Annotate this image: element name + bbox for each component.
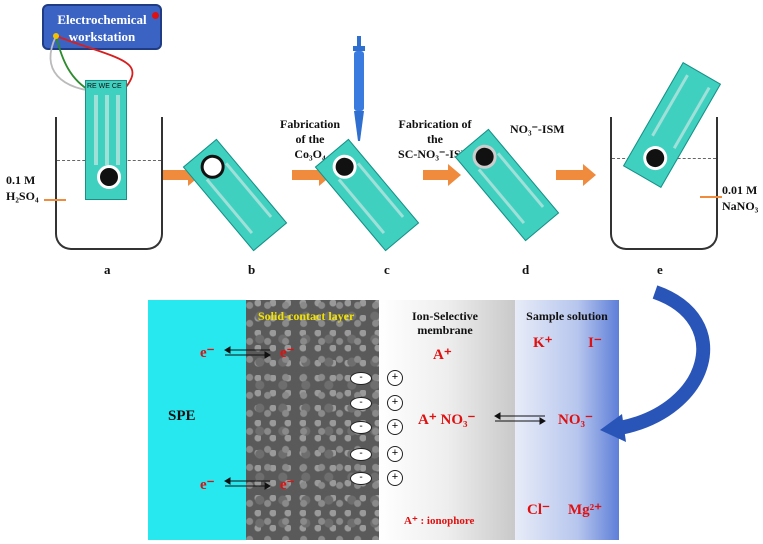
ion-a-plus: A⁺: [433, 347, 452, 363]
left-solution-conc: 0.1 M: [6, 173, 36, 187]
eq-arrowhead-top-upper: [224, 346, 231, 354]
step1-label: Fabrication of the Co₃O₄: [275, 117, 345, 162]
red-wire: [55, 35, 134, 93]
workstation-box: Electrochemical workstation: [42, 4, 162, 50]
ism-label: NO₃⁻-ISM: [510, 122, 565, 136]
ion-a-no3-complex: A⁺ NO₃⁻: [418, 412, 476, 428]
ism-heading-line1: Ion-Selective: [412, 309, 478, 323]
stage-letter-a: a: [104, 262, 111, 277]
eq-arrowhead-ion-lower: [539, 417, 546, 425]
positive-charge-2: +: [387, 395, 403, 411]
electrode-labels: RE WE CE: [87, 83, 122, 90]
eq-arrowhead-bottom-upper: [224, 477, 231, 485]
workstation-line1: Electrochemical: [57, 12, 147, 27]
left-solution-name: H₂SO₄: [6, 189, 39, 203]
step1-line2: of the: [295, 132, 325, 146]
workstation-line2: workstation: [68, 29, 136, 44]
ion-chloride: Cl⁻: [527, 502, 550, 518]
electrode-stripe-3: [116, 95, 120, 165]
beaker-a: [55, 117, 163, 250]
negative-charge-3: -: [350, 421, 372, 434]
eq-arrowhead-bottom-lower: [264, 482, 271, 490]
step1-line3: Co₃O₄: [294, 147, 326, 161]
negative-charge-2: -: [350, 397, 372, 410]
electron-spe-top: e⁻: [200, 345, 215, 361]
step2-line3: SC-NO₃⁻-ISM: [398, 147, 472, 161]
electrode-a: RE WE CE: [85, 80, 127, 200]
ion-no3-sample: NO₃⁻: [558, 412, 593, 428]
process-arrow-3: [423, 164, 461, 186]
curved-arrow-body: [618, 285, 711, 435]
electron-scl-bottom: e⁻: [280, 477, 295, 493]
positive-charge-5: +: [387, 470, 403, 486]
spe-label: SPE: [168, 408, 196, 424]
solid-contact-region: [246, 300, 379, 540]
electrode-stripe-1: [94, 95, 98, 165]
solid-contact-label: Solid-contact layer: [258, 309, 355, 323]
eq-arrowhead-ion-upper: [494, 412, 501, 420]
stage-letter-c: c: [384, 262, 390, 277]
stage-letter-b: b: [248, 262, 256, 277]
left-pointer-arrow: [44, 199, 66, 201]
electrode-stripe-2: [105, 95, 109, 165]
left-solution-label: 0.1 M H₂SO₄: [6, 172, 39, 204]
negative-charge-4: -: [350, 448, 372, 461]
sample-heading: Sample solution: [526, 309, 608, 323]
stage-letter-d: d: [522, 262, 530, 277]
step2-line1: Fabrication of: [398, 117, 472, 131]
right-pointer-arrow: [700, 196, 722, 198]
spe-region: [148, 300, 248, 540]
electron-spe-bottom: e⁻: [200, 477, 215, 493]
electron-scl-top: e⁻: [280, 345, 295, 361]
ionophore-note: A⁺ : ionophore: [404, 515, 475, 527]
step1-line1: Fabrication: [280, 117, 340, 131]
process-arrow-4: [556, 164, 596, 186]
sample-solution-region: [515, 300, 619, 540]
curved-arrow-head: [600, 414, 626, 442]
ism-heading-line2: membrane: [417, 323, 473, 337]
pipette-icon: [353, 36, 365, 141]
connector-icon: [53, 33, 59, 39]
positive-charge-3: +: [387, 419, 403, 435]
right-solution-conc: 0.01 M: [722, 183, 758, 197]
eq-arrowhead-top-lower: [264, 351, 271, 359]
ism-heading: Ion-Selective membrane: [395, 309, 495, 337]
step2-label: Fabrication of the SC-NO₃⁻-ISM: [395, 117, 475, 162]
negative-charge-5: -: [350, 472, 372, 485]
ion-iodide: I⁻: [588, 335, 602, 351]
membrane-region: [379, 300, 515, 540]
beaker-e: [610, 117, 718, 250]
positive-charge-4: +: [387, 446, 403, 462]
ion-magnesium: Mg²⁺: [568, 502, 603, 518]
negative-charge-1: -: [350, 372, 372, 385]
positive-charge-1: +: [387, 370, 403, 386]
stage-letter-e: e: [657, 262, 663, 277]
working-electrode-icon: [97, 165, 121, 189]
red-dot-icon: [152, 12, 159, 19]
right-solution-label: 0.01 M NaNO₃: [722, 182, 758, 214]
right-solution-name: NaNO₃: [722, 199, 759, 213]
ion-k-plus: K⁺: [533, 335, 553, 351]
step2-line2: the: [427, 132, 443, 146]
